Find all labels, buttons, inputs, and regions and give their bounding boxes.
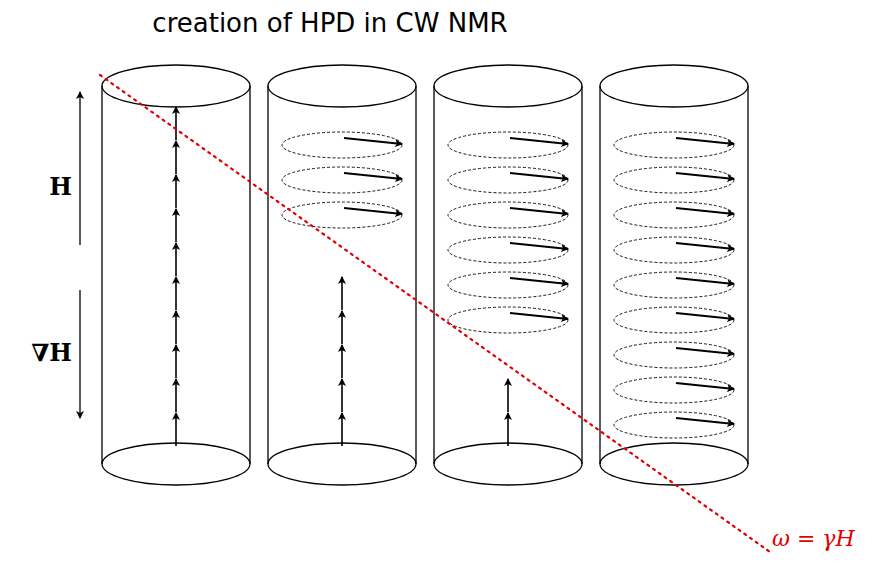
precession-orbit [448, 237, 568, 263]
precessing-spin [510, 313, 568, 319]
precession-orbit [614, 237, 734, 263]
cylinder-bottom [268, 443, 416, 464]
static-spin [175, 141, 177, 174]
cylinder-bottom [434, 464, 582, 485]
precessing-spin [344, 208, 402, 214]
static-spin [507, 413, 509, 446]
precessing-spin [676, 173, 734, 179]
precession-orbit [614, 132, 734, 158]
precession-orbit [614, 377, 734, 403]
precession-orbit [614, 167, 734, 193]
cylinder-bottom [434, 443, 582, 464]
precession-orbit [448, 307, 568, 333]
static-spin [175, 311, 177, 344]
diagram-title: creation of HPD in CW NMR [0, 8, 660, 38]
precessing-spin [676, 138, 734, 144]
static-spin [175, 345, 177, 378]
precessing-spin [676, 313, 734, 319]
cylinder-top [268, 65, 416, 107]
cylinder-top [600, 65, 748, 107]
cylinder-bottom [268, 464, 416, 485]
precession-orbit [614, 202, 734, 228]
cylinder-top [102, 65, 250, 107]
cylinder-wall [101, 86, 102, 464]
static-spin [341, 311, 343, 344]
static-spin [341, 413, 343, 446]
field-arrow [79, 92, 80, 245]
static-spin [175, 379, 177, 412]
cylinder-wall [581, 86, 582, 464]
precession-orbit [282, 167, 402, 193]
static-spin [507, 379, 509, 412]
precessing-spin [676, 383, 734, 389]
precessing-spin [344, 138, 402, 144]
resonance-line [100, 75, 770, 552]
precessing-spin [676, 348, 734, 354]
precession-orbit [614, 412, 734, 438]
precession-orbit [448, 272, 568, 298]
gradient-arrow [79, 290, 80, 418]
static-spin [341, 277, 343, 310]
precession-orbit [614, 307, 734, 333]
cylinder-wall [433, 86, 434, 464]
cylinder-wall [267, 86, 268, 464]
precessing-spin [510, 278, 568, 284]
resonance-label: ω = γH [772, 526, 855, 551]
static-spin [175, 277, 177, 310]
precessing-spin [676, 418, 734, 424]
cylinder-wall [415, 86, 416, 464]
precessing-spin [344, 173, 402, 179]
static-spin [175, 175, 177, 208]
static-spin [341, 379, 343, 412]
precession-orbit [614, 342, 734, 368]
cylinder-bottom [600, 464, 748, 485]
static-spin [175, 413, 177, 446]
precessing-spin [510, 208, 568, 214]
precessing-spin [676, 243, 734, 249]
static-spin [175, 107, 177, 140]
precession-orbit [282, 202, 402, 228]
static-spin [175, 209, 177, 242]
static-spin [175, 243, 177, 276]
cylinder-bottom [102, 464, 250, 485]
precession-orbit [614, 272, 734, 298]
precessing-spin [676, 278, 734, 284]
precession-orbit [448, 167, 568, 193]
precessing-spin [676, 208, 734, 214]
precessing-spin [510, 138, 568, 144]
precession-orbit [448, 132, 568, 158]
cylinder-wall [249, 86, 250, 464]
precession-orbit [282, 132, 402, 158]
field-label: H [49, 172, 72, 201]
precessing-spin [510, 243, 568, 249]
precession-orbit [448, 202, 568, 228]
gradient-label: ∇H [31, 338, 72, 367]
cylinder-bottom [102, 443, 250, 464]
cylinder-top [434, 65, 582, 107]
cylinder-wall [599, 86, 600, 464]
precessing-spin [510, 173, 568, 179]
static-spin [341, 345, 343, 378]
cylinder-bottom [600, 443, 748, 464]
cylinder-wall [747, 86, 748, 464]
